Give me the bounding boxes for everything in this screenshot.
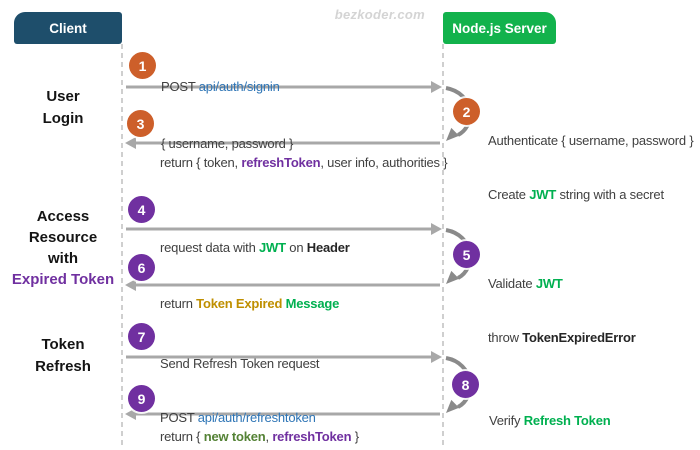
section-label-token-refresh: Token Refresh: [0, 334, 126, 378]
message-line: request data with JWT on Header: [160, 239, 350, 257]
message-line: Send Refresh Token request: [160, 356, 320, 371]
section-label-access-resource: Access Resource with Expired Token: [0, 206, 126, 290]
signin-endpoint: api/auth/signin: [198, 79, 280, 94]
step-badge-6: 6: [128, 254, 155, 281]
message-line: Authenticate { username, password }: [488, 133, 694, 148]
token-expired-label: Token Expired: [196, 296, 283, 311]
text-segment: ,: [265, 429, 273, 444]
message-2-authenticate: Authenticate { username, password } Crea…: [488, 96, 694, 240]
message-label: Message: [282, 296, 340, 311]
text-segment: Validate: [488, 276, 536, 291]
text-segment: return: [160, 296, 197, 311]
actor-box-server: Node.js Server: [443, 12, 556, 44]
message-4-data-request: request data with JWT on Header: [160, 203, 350, 293]
section-line: with: [48, 250, 78, 267]
message-line: { username, password }: [161, 136, 294, 151]
message-7-refresh-request: Send Refresh Token request POST api/auth…: [160, 319, 320, 450]
text-segment: , user info, authorities }: [320, 155, 448, 170]
refreshtoken-endpoint: api/auth/refreshtoken: [197, 410, 316, 425]
refresh-token-label: Refresh Token: [523, 413, 611, 428]
text-segment: string with a secret: [556, 187, 664, 202]
header-label: Header: [306, 240, 350, 255]
message-arrow-3-signin-response: [125, 137, 440, 149]
message-8-verify: Verify Refresh Token: [489, 376, 611, 450]
message-arrow-9-refresh-response: [125, 408, 440, 420]
step-badge-4: 4: [128, 196, 155, 223]
section-line-expired-token: Expired Token: [11, 271, 115, 288]
text-segment: Verify: [489, 413, 524, 428]
message-line: Create JWT string with a secret: [488, 186, 693, 204]
message-line: POST api/auth/signin: [161, 77, 293, 96]
jwt-label: JWT: [259, 240, 286, 255]
jwt-label: JWT: [529, 187, 557, 202]
text-segment: Create: [488, 187, 530, 202]
section-line: Access: [36, 208, 90, 225]
message-line: Verify Refresh Token: [489, 412, 611, 430]
section-line: Token: [41, 336, 85, 353]
message-line: throw TokenExpiredError: [488, 329, 636, 347]
text-segment: POST: [160, 410, 198, 425]
step-badge-7: 7: [128, 323, 155, 350]
actor-label-client: Client: [49, 20, 87, 36]
message-line: return { new token, refreshToken }: [160, 428, 359, 446]
text-segment: }: [351, 429, 359, 444]
text-segment: throw: [488, 330, 523, 345]
message-5-validate: Validate JWT throw TokenExpiredError: [488, 239, 636, 383]
message-arrow-1-signin-request: [126, 81, 442, 93]
message-arrow-6-expired-response: [125, 279, 440, 291]
watermark: bezkoder.com: [334, 7, 425, 22]
refresh-token-label: refreshToken: [272, 429, 352, 444]
message-arrow-7-refresh-request: [126, 351, 442, 363]
text-segment: POST: [161, 79, 199, 94]
step-badge-5: 5: [453, 241, 480, 268]
step-badge-1: 1: [129, 52, 156, 79]
section-line: Resource: [28, 229, 98, 246]
section-line: Login: [42, 110, 84, 127]
refresh-token-label: refreshToken: [241, 155, 321, 170]
actor-box-client: Client: [14, 12, 122, 44]
text-segment: request data with: [160, 240, 260, 255]
step-badge-2: 2: [453, 98, 480, 125]
actor-label-server: Node.js Server: [452, 20, 547, 36]
message-3-signin-response: return { token, refreshToken, user info,…: [160, 118, 448, 208]
section-line: User: [46, 88, 80, 105]
jwt-label: JWT: [535, 276, 563, 291]
section-line: Refresh: [35, 358, 91, 375]
step-badge-9: 9: [128, 385, 155, 412]
message-line: Validate JWT: [488, 275, 636, 293]
text-segment: on: [285, 240, 307, 255]
message-arrow-4-data-request: [126, 223, 442, 235]
token-expired-error-label: TokenExpiredError: [522, 330, 636, 345]
message-9-refresh-response: return { new token, refreshToken }: [160, 392, 359, 450]
text-segment: return {: [160, 429, 204, 444]
new-token-label: new token: [203, 429, 266, 444]
message-1-signin-request: POST api/auth/signin { username, passwor…: [161, 39, 293, 191]
message-6-expired-response: return Token Expired Message: [160, 259, 339, 349]
section-label-user-login: User Login: [0, 86, 126, 130]
message-line: return Token Expired Message: [160, 295, 339, 313]
message-line: return { token, refreshToken, user info,…: [160, 154, 448, 172]
message-line: POST api/auth/refreshtoken: [160, 409, 319, 427]
step-badge-8: 8: [452, 371, 479, 398]
step-badge-3: 3: [127, 110, 154, 137]
text-segment: return { token,: [160, 155, 242, 170]
